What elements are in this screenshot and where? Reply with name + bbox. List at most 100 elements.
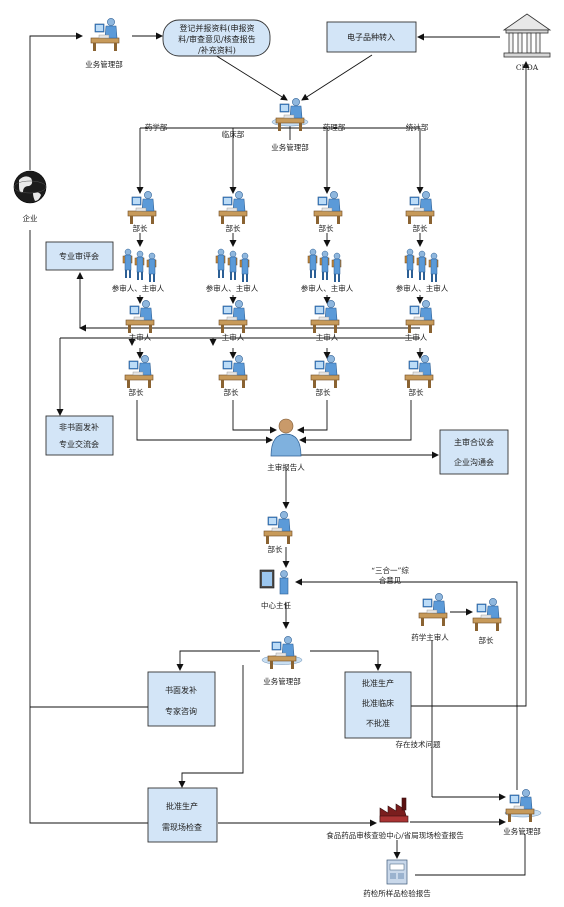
reviewer-group-icon — [404, 248, 439, 283]
svg-text:不批准: 不批准 — [366, 718, 390, 728]
svg-text:部长: 部长 — [133, 223, 148, 233]
svg-text:业务管理部: 业务管理部 — [263, 676, 301, 686]
biz-dept-top: 业务管理部 — [85, 17, 123, 69]
svg-text:参审人、主审人: 参审人、主审人 — [206, 283, 259, 293]
minister-right: 部长 — [472, 597, 502, 645]
ectd-box: 电子品种转入 — [326, 21, 417, 53]
main-reviewer-row: 主审人 主审人 主审人 主审人 — [125, 299, 435, 342]
svg-text:主审人: 主审人 — [129, 332, 152, 342]
svg-text:主审人: 主审人 — [316, 332, 339, 342]
svg-text:主审合议会: 主审合议会 — [454, 437, 494, 447]
svg-text:/补充资料): /补充资料) — [198, 45, 236, 55]
minister-icon — [472, 597, 502, 632]
minister-icon — [218, 190, 248, 225]
three-in-one-label-1: “三合一”综 — [371, 565, 409, 575]
svg-text:部长: 部长 — [268, 544, 283, 554]
reviewer-group-icon — [307, 248, 342, 283]
building-icon — [502, 13, 552, 58]
svg-text:参审人、主审人: 参审人、主审人 — [112, 283, 165, 293]
approve-inspect-box: 批准生产 需现场检查 — [147, 787, 218, 843]
svg-text:书面发补: 书面发补 — [165, 685, 197, 695]
svg-text:部长: 部长 — [316, 387, 331, 397]
reviewer-group-icon — [215, 248, 250, 283]
svg-text:登记并报资料(申报资: 登记并报资料(申报资 — [179, 23, 254, 33]
minister-icon — [127, 190, 157, 225]
svg-text:批准临床: 批准临床 — [362, 698, 394, 708]
biz-dept-bottom: 业务管理部 — [503, 788, 542, 836]
dept-stats-label: 统计部 — [406, 122, 429, 132]
biz-dept-mid: 业务管理部 — [261, 635, 303, 686]
svg-text:业务管理部: 业务管理部 — [271, 142, 309, 152]
svg-text:部长: 部长 — [413, 223, 428, 233]
svg-text:部长: 部长 — [409, 387, 424, 397]
svg-text:企业沟通会: 企业沟通会 — [454, 457, 494, 467]
svg-text:部长: 部长 — [129, 387, 144, 397]
svg-text:料/审查意见/核查报告: 料/审查意见/核查报告 — [178, 34, 255, 44]
lab-node: 药检所样品检验报告 — [363, 859, 431, 898]
svg-text:批准生产: 批准生产 — [166, 801, 198, 811]
svg-text:业务管理部: 业务管理部 — [503, 826, 541, 836]
svg-text:专业审评会: 专业审评会 — [59, 251, 99, 261]
svg-text:主审人: 主审人 — [405, 332, 428, 342]
globe-icon — [13, 170, 47, 204]
biz-dept-top-label: 业务管理部 — [85, 59, 123, 69]
cfda-node: CFDA — [502, 13, 552, 72]
svg-text:中心主任: 中心主任 — [261, 600, 291, 610]
main-reporter-node: 主审报告人 — [267, 418, 305, 472]
minister-row-1: 部长 部长 部长 部长 — [127, 190, 435, 233]
clerk-icon — [90, 17, 120, 52]
svg-text:部长: 部长 — [226, 223, 241, 233]
factory-icon — [379, 797, 409, 823]
reviewer-groups: 参审人、主审人 参审人、主审人 参审人、主审人 参审人、主审人 — [112, 248, 449, 293]
svg-text:参审人、主审人: 参审人、主审人 — [396, 283, 449, 293]
svg-text:部长: 部长 — [319, 223, 334, 233]
svg-text:需现场检查: 需现场检查 — [162, 822, 202, 832]
minister-row-2: 部长 部长 部长 部长 — [124, 354, 434, 397]
expert-panel-box: 专业审评会 — [45, 241, 114, 271]
minister-icon — [310, 354, 340, 389]
approve-options-box: 批准生产 批准临床 不批准 — [344, 671, 412, 739]
svg-text:参审人、主审人: 参审人、主审人 — [301, 283, 354, 293]
person-icon — [270, 418, 302, 457]
reviewer-group-icon — [122, 248, 157, 283]
connectors — [29, 32, 530, 876]
lab-icon — [386, 859, 408, 885]
non-written-box: 非书面发补 专业交流会 — [45, 415, 114, 456]
svg-text:CFDA: CFDA — [516, 63, 539, 72]
reviewer-icon — [418, 592, 448, 627]
svg-text:专业交流会: 专业交流会 — [59, 439, 99, 449]
dept-pharm-label: 药学部 — [145, 122, 168, 132]
minister-icon — [263, 510, 293, 545]
dept-clinical-label: 临床部 — [222, 129, 245, 139]
svg-text:部长: 部长 — [479, 635, 494, 645]
svg-text:企业: 企业 — [23, 213, 38, 223]
center-director-node: 中心主任 — [259, 569, 291, 610]
register-box: 登记并报资料(申报资 料/审查意见/核查报告 /补充资料) — [162, 19, 271, 57]
svg-text:部长: 部长 — [224, 387, 239, 397]
svg-text:药检所样品检验报告: 药检所样品检验报告 — [363, 888, 431, 898]
svg-text:批准生产: 批准生产 — [362, 678, 394, 688]
svg-text:电子品种转入: 电子品种转入 — [347, 32, 395, 42]
company-node: 企业 — [13, 170, 47, 223]
inspection-node: 食品药品审核查验中心/省局现场检查报告 — [326, 797, 464, 840]
pharm-main-reviewer: 药学主审人 — [411, 592, 449, 642]
minister-icon — [124, 354, 154, 389]
svg-text:药学主审人: 药学主审人 — [411, 632, 449, 642]
svg-text:主审人: 主审人 — [222, 332, 245, 342]
director-icon — [259, 569, 289, 595]
svg-text:主审报告人: 主审报告人 — [267, 462, 305, 472]
three-in-one-label-2: 合意见 — [379, 575, 402, 585]
minister-icon — [404, 354, 434, 389]
minister-center: 部长 — [263, 510, 293, 554]
joint-meeting-box: 主审合议会 企业沟通会 — [439, 429, 509, 475]
minister-icon — [218, 354, 248, 389]
svg-text:食品药品审核查验中心/省局现场检查报告: 食品药品审核查验中心/省局现场检查报告 — [326, 830, 464, 840]
tech-issue-label: 存在技术问题 — [396, 739, 441, 749]
biz-dept-center: 业务管理部 — [271, 97, 309, 152]
dept-pharmtox-label: 药理部 — [323, 122, 346, 132]
minister-icon — [313, 190, 343, 225]
svg-text:专家咨询: 专家咨询 — [165, 706, 197, 716]
minister-icon — [405, 190, 435, 225]
svg-text:非书面发补: 非书面发补 — [59, 422, 99, 432]
